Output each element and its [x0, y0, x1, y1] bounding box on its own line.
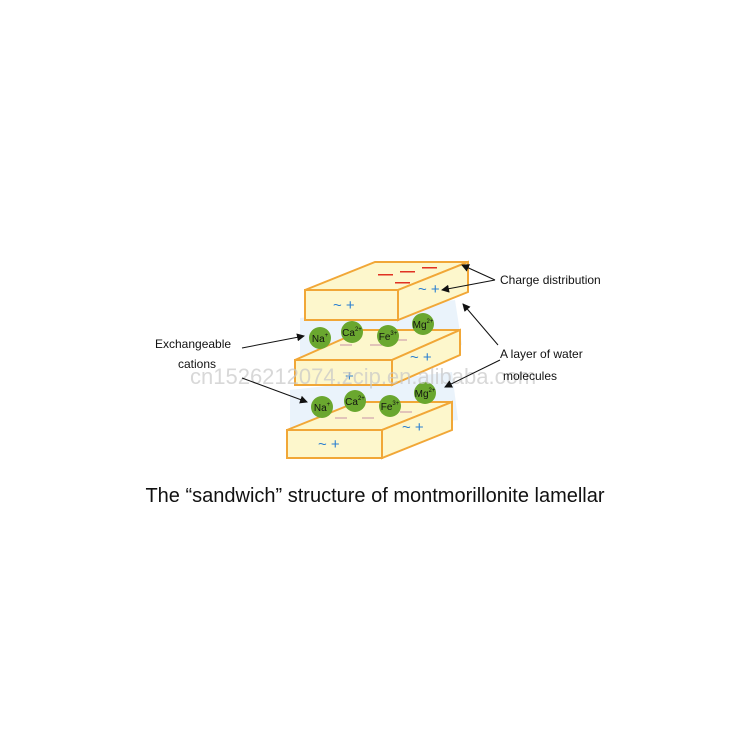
label-cations: cations: [178, 357, 216, 371]
arrow-cation-2: [241, 377, 308, 404]
plus-sign-label: +: [345, 368, 354, 385]
slab-bottom: [286, 400, 453, 460]
neg-sign: —: [422, 259, 437, 276]
cation-ca: [344, 390, 366, 412]
svg-text:Mg2+: Mg2+: [415, 388, 436, 400]
svg-text:Mg2+: Mg2+: [413, 319, 434, 331]
cation-charge: 2+: [427, 319, 434, 325]
cation-charge: 2+: [429, 388, 436, 394]
figure-caption: The “sandwich” structure of montmorillon…: [145, 485, 605, 507]
arrow-charge-2: [441, 279, 496, 293]
cation-charge: 3+: [392, 401, 399, 407]
plus-sign-label: ~ +: [333, 297, 355, 314]
label-water-molecules: molecules: [503, 369, 557, 383]
cation-charge: 2+: [355, 327, 362, 333]
cation-row-2: Na+ Ca2+ Fe3+ Mg2+: [311, 382, 436, 418]
svg-text:Na+: Na+: [314, 402, 331, 414]
cation-symbol: Ca: [345, 397, 358, 408]
cation-row-1: Na+ Ca2+ Fe3+ Mg2+: [309, 313, 434, 349]
cation-charge: +: [327, 402, 331, 408]
arrow-charge-1: [461, 264, 496, 281]
svg-text:Fe3+: Fe3+: [381, 401, 400, 413]
cation-symbol: Na: [312, 334, 325, 345]
cation-na: [309, 327, 331, 349]
cation-symbol: Fe: [381, 402, 393, 413]
svg-text:Fe3+: Fe3+: [379, 331, 398, 343]
cation-charge: +: [325, 333, 329, 339]
cation-symbol: Ca: [342, 328, 355, 339]
cation-charge: 3+: [390, 331, 397, 337]
watermark-text: cn1526212074.zcip.en.alibaba.com: [190, 364, 536, 389]
cation-mg: [412, 313, 434, 335]
plus-sign-label: ~ +: [410, 349, 432, 366]
cation-symbol: Mg: [413, 320, 427, 331]
arrow-water-1: [462, 303, 499, 346]
svg-text:Na+: Na+: [312, 333, 329, 345]
arrow-water-2: [444, 359, 501, 388]
svg-text:Ca2+: Ca2+: [345, 396, 365, 408]
slab-top: [304, 260, 469, 322]
neg-sign: —: [395, 274, 410, 291]
label-water-layer: A layer of water: [500, 347, 583, 361]
cation-symbol: Mg: [415, 389, 429, 400]
cation-fe: [377, 325, 399, 347]
neg-sign: —: [378, 266, 393, 283]
neg-sign: —: [400, 263, 415, 280]
cation-na: [311, 396, 333, 418]
cation-ca: [341, 321, 363, 343]
svg-text:Ca2+: Ca2+: [342, 327, 362, 339]
cation-charge: 2+: [358, 396, 365, 402]
plus-sign-label: ~ +: [402, 419, 424, 436]
cation-symbol: Na: [314, 403, 327, 414]
arrow-cation-1: [241, 333, 305, 349]
slab-top-side: [397, 260, 469, 322]
label-charge-distribution: Charge distribution: [500, 273, 601, 287]
plus-sign-label: ~ +: [418, 281, 440, 298]
slab-bottom-side: [381, 400, 453, 460]
callout-arrows: [241, 264, 501, 404]
plus-sign-label: ~ +: [318, 436, 340, 453]
cation-symbol: Fe: [379, 332, 391, 343]
label-exchangeable: Exchangeable: [155, 337, 231, 351]
slab-middle-side: [391, 328, 461, 387]
cation-fe: [379, 395, 401, 417]
cation-mg: [414, 382, 436, 404]
